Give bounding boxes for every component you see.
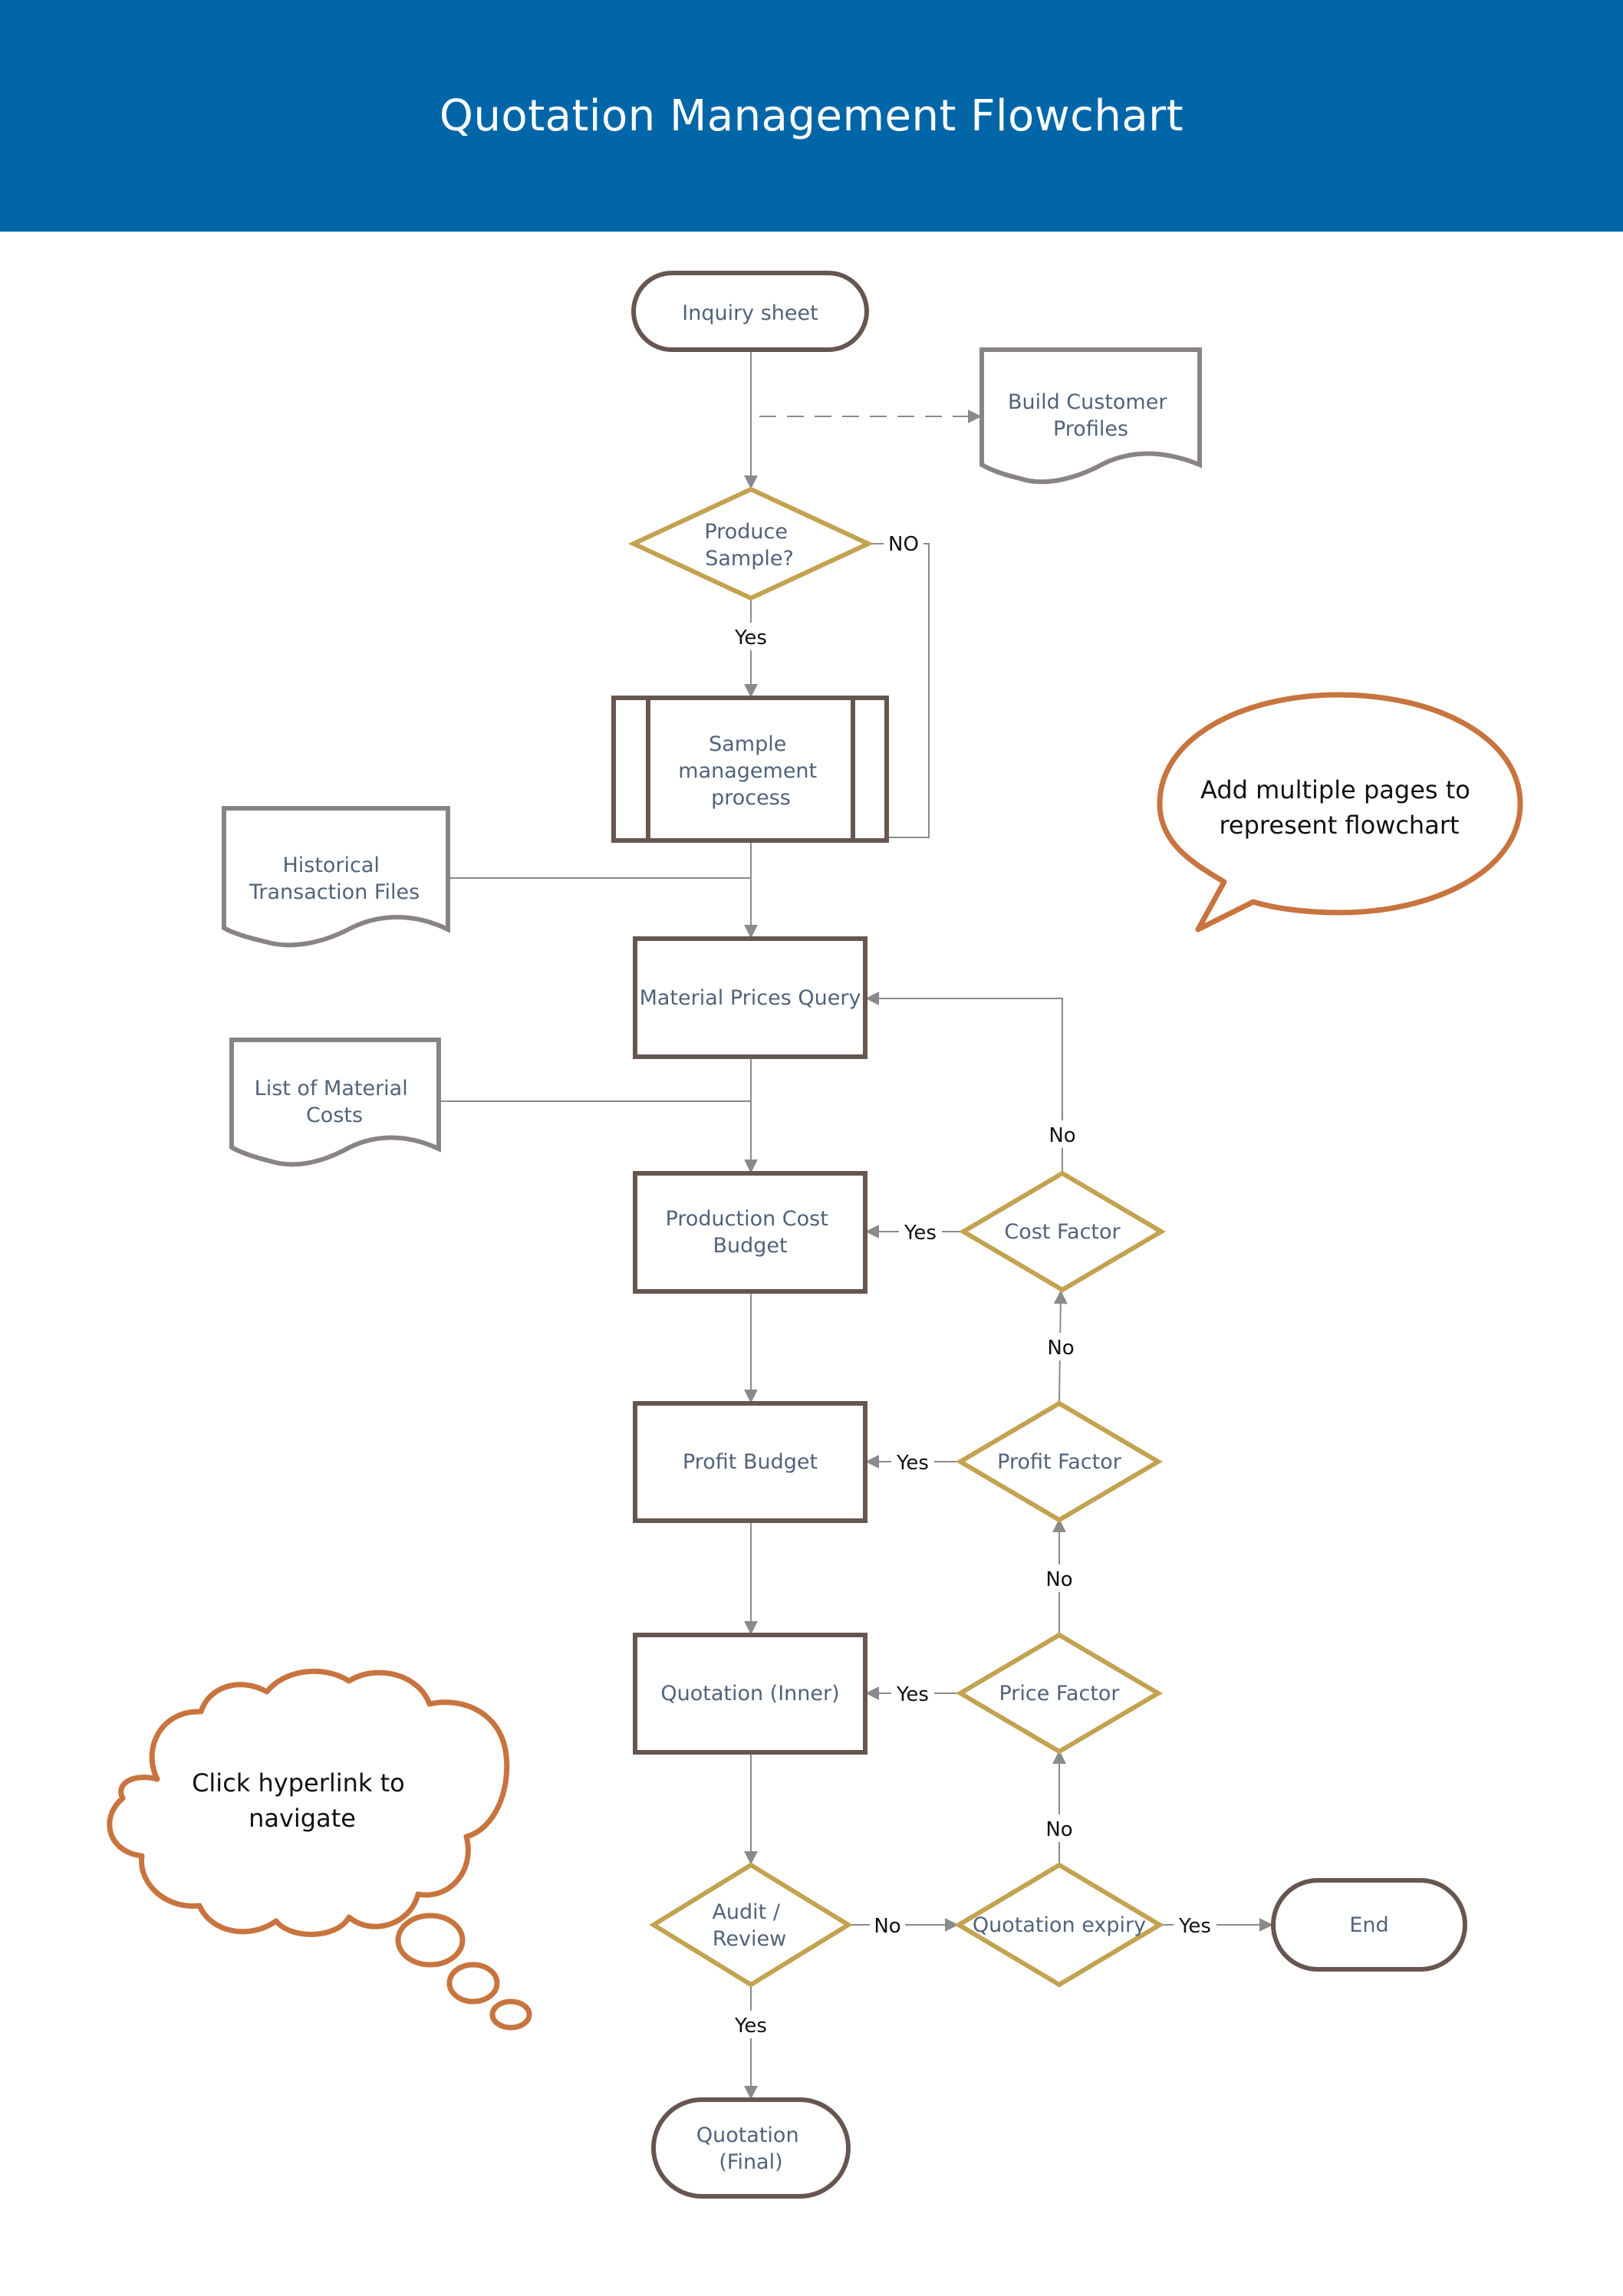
node-label: Profit Budget xyxy=(683,1450,818,1474)
node-material-prices-query[interactable]: Material Prices Query xyxy=(633,936,867,1059)
edge-label-cost-no: No xyxy=(1049,1124,1075,1147)
node-label: (Final) xyxy=(719,2150,782,2174)
svg-text:Cost Factor: Cost Factor xyxy=(1004,1220,1121,1244)
callout-text: Click hyperlink to xyxy=(192,1768,405,1798)
edge-cost-no xyxy=(865,992,1063,1172)
callout-text: Add multiple pages to xyxy=(1200,775,1470,804)
edge-label-profit-yes: Yes xyxy=(896,1452,929,1475)
edge-label-cost-yes: Yes xyxy=(904,1222,937,1245)
node-label: Cost Factor xyxy=(1004,1220,1121,1244)
node-label: Quotation xyxy=(696,2123,799,2147)
node-end[interactable]: End xyxy=(1271,1878,1467,1972)
svg-text:Production Cost Budget: Production Cost Budget xyxy=(666,1207,835,1258)
node-label: Audit / xyxy=(712,1900,780,1924)
svg-text:Quotation expiry: Quotation expiry xyxy=(973,1913,1146,1937)
node-quotation-inner[interactable]: Quotation (Inner) xyxy=(633,1633,867,1755)
edge-label-profit-no: No xyxy=(1047,1337,1074,1360)
node-label: Material Prices Query xyxy=(640,986,861,1010)
node-audit-review[interactable]: Audit / Review xyxy=(649,1862,853,1988)
edge-label-no-sample: NO xyxy=(888,533,919,556)
edge-label-expiry-yes: Yes xyxy=(1178,1915,1211,1938)
node-label: Build Customer xyxy=(1008,390,1167,414)
node-label: Produce xyxy=(704,520,788,544)
node-list-of-material-costs[interactable]: List of Material Costs xyxy=(229,1038,441,1167)
node-produce-sample[interactable]: Produce Sample? xyxy=(627,486,874,601)
title-banner: Quotation Management Flowchart xyxy=(0,0,1623,232)
svg-text:Quotation (Final): Quotation (Final) xyxy=(696,2123,805,2174)
svg-text:Price Factor: Price Factor xyxy=(999,1682,1120,1706)
svg-text:Profit Factor: Profit Factor xyxy=(997,1450,1122,1474)
node-sample-management-process[interactable]: Sample management process xyxy=(611,696,889,843)
svg-text:Audit / Review: Audit / Review xyxy=(712,1900,786,1951)
node-price-factor[interactable]: Price Factor xyxy=(956,1632,1163,1755)
node-quotation-final[interactable]: Quotation (Final) xyxy=(651,2097,851,2199)
svg-text:Profit Budget: Profit Budget xyxy=(683,1450,818,1474)
node-label: Review xyxy=(713,1927,786,1951)
callout-text: navigate xyxy=(249,1804,356,1833)
page-title: Quotation Management Flowchart xyxy=(439,90,1184,141)
callout-text: represent flowchart xyxy=(1219,811,1459,840)
node-production-cost-budget[interactable]: Production Cost Budget xyxy=(633,1171,867,1294)
edge-label-price-yes: Yes xyxy=(896,1683,929,1706)
node-label: Historical xyxy=(282,854,379,877)
node-label: Production Cost xyxy=(666,1207,828,1231)
node-label: process xyxy=(711,786,791,810)
node-cost-factor[interactable]: Cost Factor xyxy=(959,1170,1166,1293)
svg-text:Inquiry sheet: Inquiry sheet xyxy=(682,301,818,325)
edge-label-expiry-no: No xyxy=(1045,1818,1072,1841)
edges xyxy=(439,351,1273,2100)
node-label: Price Factor xyxy=(999,1682,1120,1706)
edge-label-audit-no: No xyxy=(874,1915,900,1938)
thought-cloud-callout[interactable]: Click hyperlink to navigate xyxy=(107,1668,532,2031)
node-profit-budget[interactable]: Profit Budget xyxy=(633,1401,867,1523)
node-label: management xyxy=(678,759,817,783)
node-label: Costs xyxy=(306,1104,363,1127)
edge-label-yes-sample: Yes xyxy=(734,627,767,650)
node-label: Budget xyxy=(713,1234,787,1258)
node-quotation-expiry[interactable]: Quotation expiry xyxy=(954,1862,1164,1988)
svg-text:Sample management: Sample management process xyxy=(678,732,823,810)
svg-text:End: End xyxy=(1349,1913,1388,1937)
node-label: Profiles xyxy=(1053,417,1128,441)
edge-labels: NO Yes No Yes No Yes No Yes No No Yes Ye… xyxy=(729,529,1216,2038)
svg-text:Click hyperlink to navig: Click hyperlink to navigate xyxy=(192,1768,413,1833)
svg-text:Build Customer Profiles: Build Customer Profiles xyxy=(1008,390,1174,441)
svg-text:Quotation (Inner): Quotation (Inner) xyxy=(660,1682,839,1706)
node-label: List of Material xyxy=(255,1077,408,1100)
edge-label-audit-yes: Yes xyxy=(734,2015,767,2038)
node-label: Sample xyxy=(709,732,786,756)
node-inquiry-sheet[interactable]: Inquiry sheet xyxy=(631,271,869,352)
svg-text:Material Prices Query: Material Prices Query xyxy=(640,986,861,1010)
svg-text:Produce Sample?: Produce Sample? xyxy=(704,520,794,571)
svg-text:Add multiple pages to re: Add multiple pages to represent flowchar… xyxy=(1200,775,1478,840)
node-label: Profit Factor xyxy=(997,1450,1122,1474)
node-label: Quotation expiry xyxy=(973,1913,1146,1937)
node-profit-factor[interactable]: Profit Factor xyxy=(956,1400,1163,1523)
svg-text:Historical Transaction F: Historical Transaction Files xyxy=(249,854,420,904)
node-label: Sample? xyxy=(705,547,794,571)
svg-text:List of Material Costs: List of Material Costs xyxy=(255,1077,415,1127)
node-historical-transaction-files[interactable]: Historical Transaction Files xyxy=(222,806,450,948)
speech-bubble-callout[interactable]: Add multiple pages to represent flowchar… xyxy=(1157,692,1523,933)
node-label: Transaction Files xyxy=(249,880,420,904)
node-label: End xyxy=(1349,1913,1388,1937)
node-build-customer-profiles[interactable]: Build Customer Profiles xyxy=(979,347,1202,485)
edge-label-price-no: No xyxy=(1045,1568,1072,1591)
node-label: Quotation (Inner) xyxy=(660,1682,839,1706)
node-label: Inquiry sheet xyxy=(682,301,818,325)
